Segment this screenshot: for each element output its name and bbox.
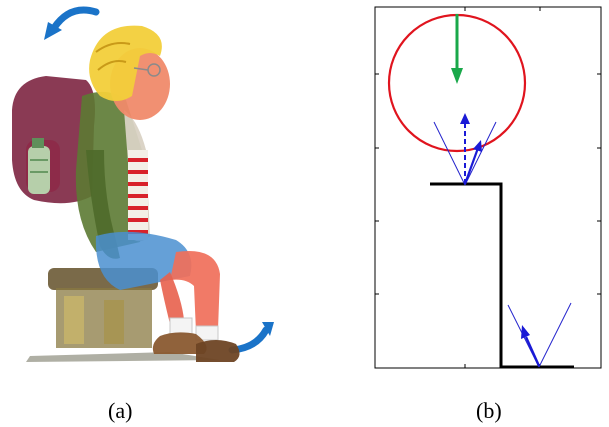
caption-a: (a) [108,398,133,423]
contact-arrow-upper-solid [463,140,482,185]
contact-arrow-lower [521,325,541,367]
child-torso [75,91,150,259]
gravity-arrow [451,14,463,84]
child-head [89,25,170,120]
striped-shirt [128,150,148,240]
water-bottle-icon [28,138,50,194]
panel-a-illustration [12,6,274,362]
backpack [12,76,95,204]
rotation-arrow-bottom-icon [228,322,274,354]
caption-b: (b) [476,398,502,423]
panel-b-diagram [374,6,602,369]
contact-arrow-upper-dashed [460,113,470,184]
glasses-icon [133,63,161,77]
rotation-arrow-top-icon [44,6,100,40]
plot-frame [374,6,602,369]
child-legs [95,231,220,341]
y-tick-marks [375,73,601,295]
child-shoes [152,332,240,362]
friction-cone-upper [433,121,497,186]
friction-cone-lower [507,302,572,368]
